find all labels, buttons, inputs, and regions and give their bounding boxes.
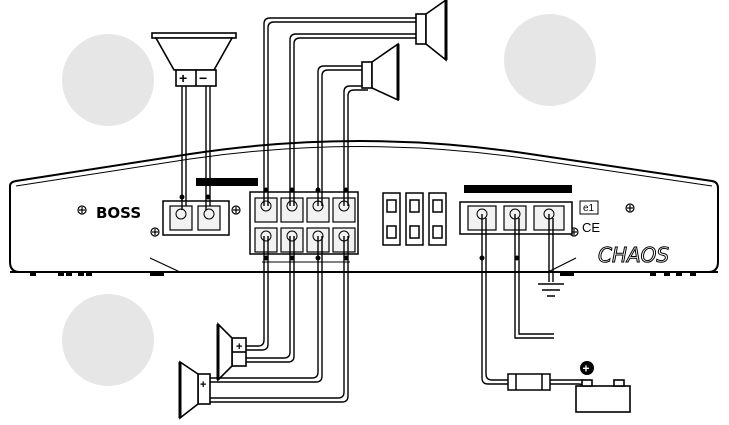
speaker-minus-sign: −	[199, 70, 207, 86]
inline-fuse-icon	[508, 374, 550, 390]
ground-icon	[538, 284, 564, 296]
top-tweeter-icon	[416, 0, 446, 60]
screw-icon	[232, 206, 240, 214]
fuse-blocks	[383, 193, 446, 245]
model-logo: CHAOS	[598, 243, 669, 267]
top-left-speaker-icon	[152, 33, 236, 86]
bottom-speaker-lower-plus: +	[200, 379, 206, 391]
speaker-plus-sign: +	[179, 70, 187, 86]
placeholder-circle-top-left	[62, 34, 154, 126]
power-terminal-block	[460, 185, 572, 234]
screw-icon	[626, 204, 634, 212]
battery-positive-symbol: +	[583, 362, 590, 376]
placeholder-circle-top-right	[504, 14, 596, 106]
screw-icon	[78, 206, 86, 214]
screw-icon	[151, 228, 159, 236]
ce-mark: CE	[582, 220, 600, 235]
speaker-output-terminals	[250, 192, 358, 262]
e1-mark: e1	[583, 203, 595, 214]
battery-icon	[576, 380, 630, 412]
bottom-speaker-upper-plus: +	[236, 341, 242, 353]
mid-tweeter-icon	[362, 44, 398, 100]
placeholder-circle-bottom-left	[62, 294, 154, 386]
brand-logo: BOSS	[96, 204, 141, 222]
